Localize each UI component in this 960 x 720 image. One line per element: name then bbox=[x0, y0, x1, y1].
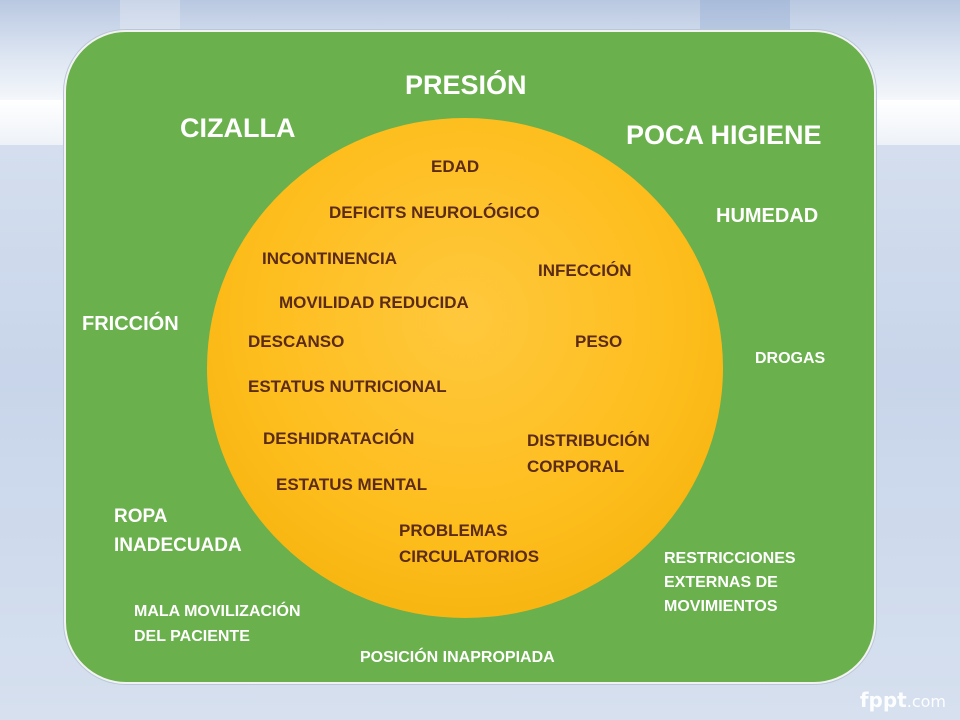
label-incontinencia: INCONTINENCIA bbox=[262, 249, 398, 268]
label-posicion: POSICIÓN INAPROPIADA bbox=[360, 649, 555, 666]
label-deshidratacion: DESHIDRATACIÓN bbox=[263, 429, 415, 448]
label-infeccion: INFECCIÓN bbox=[538, 261, 632, 280]
label-estatus-nutricional: ESTATUS NUTRICIONAL bbox=[248, 377, 447, 396]
label-edad: EDAD bbox=[431, 157, 480, 176]
label-distribucion: DISTRIBUCIÓN CORPORAL bbox=[527, 431, 650, 477]
label-restricciones: RESTRICCIONES EXTERNAS DE MOVIMIENTOS bbox=[664, 550, 796, 615]
label-deficits: DEFICITS NEUROLÓGICO bbox=[329, 203, 540, 222]
label-mala-movilizacion: MALA MOVILIZACIÓN DEL PACIENTE bbox=[134, 603, 301, 645]
label-humedad: HUMEDAD bbox=[716, 205, 819, 227]
label-poca-higiene: POCA HIGIENE bbox=[626, 120, 822, 150]
label-ropa-inadecuada: ROPA INADECUADA bbox=[114, 506, 242, 556]
label-friccion: FRICCIÓN bbox=[82, 313, 179, 335]
label-peso: PESO bbox=[575, 332, 623, 351]
label-drogas: DROGAS bbox=[755, 350, 826, 367]
label-estatus-mental: ESTATUS MENTAL bbox=[276, 475, 428, 494]
label-cizalla: CIZALLA bbox=[180, 113, 296, 143]
label-problemas: PROBLEMAS CIRCULATORIOS bbox=[399, 521, 540, 567]
fppt-watermark: fppt.com bbox=[860, 688, 946, 712]
inner-factors-circle bbox=[207, 118, 723, 618]
watermark-tld: .com bbox=[906, 692, 946, 711]
watermark-brand: fppt bbox=[859, 688, 907, 712]
label-movilidad: MOVILIDAD REDUCIDA bbox=[279, 293, 469, 312]
label-presion: PRESIÓN bbox=[405, 70, 527, 100]
label-descanso: DESCANSO bbox=[248, 332, 345, 351]
